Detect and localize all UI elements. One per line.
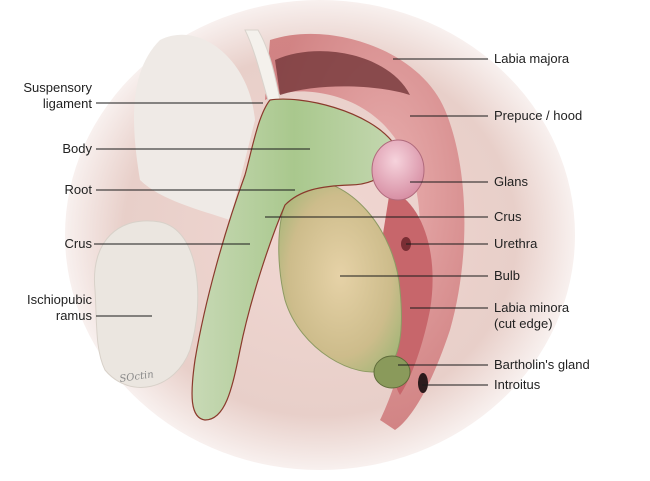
ischiopubic-bone [93,220,199,388]
label-labia-majora: Labia majora [494,51,570,66]
label-urethra: Urethra [494,236,538,251]
upper-left-tissue [134,34,255,220]
glans-shape [371,139,425,201]
label-body: Body [62,141,92,156]
artist-signature: SOctin [119,369,155,385]
label-crus-right: Crus [494,209,522,224]
label-ischiopubic-ramus: Ischiopubic ramus [26,292,92,323]
label-labia-minora: Labia minora (cut edge) [494,300,570,331]
labia-majora-top [275,51,410,95]
label-bartholins-gland: Bartholin's gland [494,357,590,372]
introitus-opening [418,373,428,393]
label-suspensory-ligament: Suspensory ligament [23,80,92,111]
label-prepuce-hood: Prepuce / hood [494,108,583,123]
label-introitus: Introitus [494,377,541,392]
label-crus-left: Crus [64,236,92,251]
bartholins-gland-shape [373,355,411,389]
label-root: Root [64,182,92,197]
label-bulb: Bulb [494,268,521,283]
label-glans: Glans [494,174,528,189]
